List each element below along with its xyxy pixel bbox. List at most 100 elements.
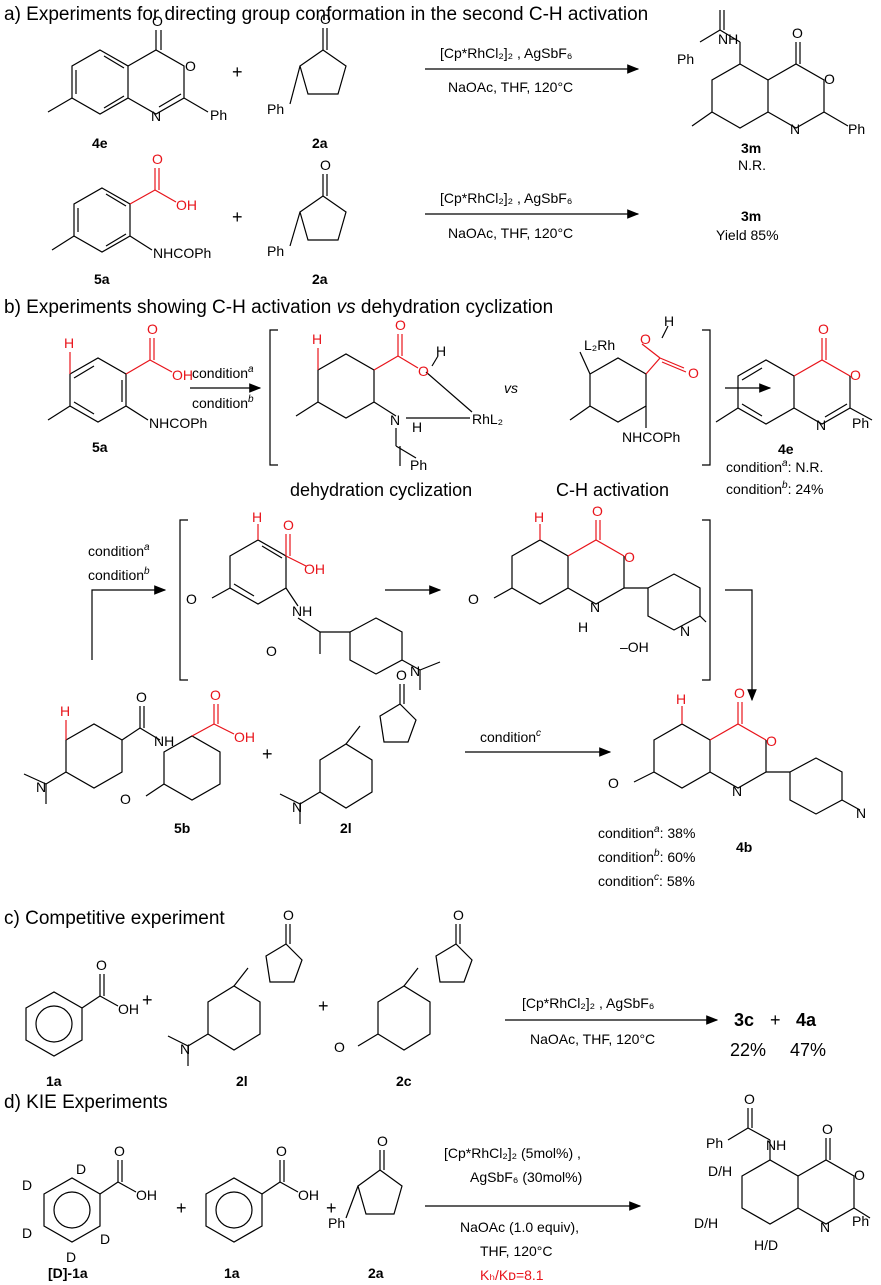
structure-1a-c <box>25 974 119 1057</box>
structure-4e-a <box>47 30 209 115</box>
structure-2a-d <box>345 1150 403 1219</box>
atom-d: D <box>66 1249 76 1265</box>
atom-o: O <box>824 71 835 87</box>
atom-ph: Ph <box>677 51 694 67</box>
atom-o: O <box>266 643 277 659</box>
intermediate-ch-activation <box>569 325 687 428</box>
atom-h-red: H <box>534 509 544 525</box>
conditions-d2: THF, 120°C <box>480 1243 553 1259</box>
atom-oh-red: OH <box>172 367 193 383</box>
atom-o: O <box>792 25 803 41</box>
bracket-mech-left <box>179 519 188 681</box>
atom-o: O <box>744 1091 755 1107</box>
label-1a-d: 1a <box>224 1265 240 1281</box>
atom-ph: Ph <box>848 121 865 137</box>
arrow-mech-in <box>91 585 167 660</box>
atom-n: N <box>151 108 161 124</box>
section-b-heading: b) Experiments showing C-H activation vs… <box>4 297 553 318</box>
label-2l-c: 2l <box>236 1073 248 1089</box>
structure-5a-a <box>51 168 177 253</box>
atom-n: N <box>790 121 800 137</box>
atom-o: O <box>822 1121 833 1137</box>
atom-o-red: O <box>395 317 406 333</box>
atom-n: N <box>680 623 690 639</box>
structure-4b <box>633 702 861 815</box>
label-4e: 4e <box>92 135 108 151</box>
label-4e: 4e <box>778 441 794 457</box>
atom-o: O <box>320 157 331 173</box>
atom-ph: Ph <box>210 107 227 123</box>
atom-o-red: O <box>766 733 777 749</box>
atom-n: N <box>36 779 46 795</box>
section-d-heading: d) KIE Experiments <box>4 1092 168 1113</box>
atom-o: O <box>334 1039 345 1055</box>
atom-ph: Ph <box>706 1135 723 1151</box>
atom-n: N <box>732 783 742 799</box>
plus: + <box>318 996 329 1016</box>
bracket-right <box>702 329 711 466</box>
cond-b-mech: conditionb <box>88 566 150 583</box>
atom-h-red: H <box>64 335 74 351</box>
cond-a-mech: conditiona <box>88 542 150 559</box>
atom-o-red: O <box>624 549 635 565</box>
structure-kie-product <box>727 1108 871 1225</box>
atom-nhcoph: NHCOPh <box>149 415 207 431</box>
yield-4b-c: conditionc: 58% <box>598 872 695 889</box>
label-5a: 5a <box>92 439 108 455</box>
atom-o-red: O <box>152 151 163 167</box>
atom-o-red: O <box>734 685 745 701</box>
atom-o-red: O <box>283 517 294 533</box>
label-3m-2: 3m <box>741 208 761 224</box>
structure-2a-a <box>289 28 347 105</box>
atom-oh: OH <box>118 1001 139 1017</box>
atom-o: O <box>276 1143 287 1159</box>
atom-o-red: O <box>418 363 429 379</box>
bracket-left <box>269 329 278 466</box>
atom-d: D <box>22 1225 32 1241</box>
arrow-mech-out <box>725 589 757 702</box>
conditions-d1: NaOAc (1.0 equiv), <box>460 1219 579 1235</box>
conditions-a2: NaOAc, THF, 120°C <box>448 225 573 241</box>
atom-o: O <box>114 1143 125 1159</box>
atom-ph: Ph <box>410 457 427 473</box>
vs-label: vs <box>504 380 518 396</box>
plus: + <box>232 207 243 227</box>
atom-nhcoph: NHCOPh <box>622 429 680 445</box>
label-dh-1: D/H <box>708 1163 732 1179</box>
atom-o-red: O <box>147 321 158 337</box>
atom-n: N <box>292 799 302 815</box>
conditions-a1: NaOAc, THF, 120°C <box>448 79 573 95</box>
yield-3c: 22% <box>730 1040 766 1060</box>
structure-2l-b <box>279 684 417 824</box>
atom-h: H <box>578 619 588 635</box>
atom-nh: NH <box>292 603 312 619</box>
atom-o: O <box>854 1167 865 1183</box>
atom-n: N <box>590 599 600 615</box>
intermediate-amide <box>211 524 441 690</box>
label-4b: 4b <box>736 839 752 855</box>
atom-n: N <box>390 412 400 428</box>
atom-h-red: H <box>252 509 262 525</box>
atom-nhcoph: NHCOPh <box>153 245 211 261</box>
yield-4a: 47% <box>790 1040 826 1060</box>
conditions-c: NaOAc, THF, 120°C <box>530 1031 655 1047</box>
cond-a: conditiona <box>192 364 254 381</box>
atom-h-red: H <box>60 703 70 719</box>
structure-5a-b <box>47 338 173 423</box>
atom-o: O <box>186 591 197 607</box>
structure-2l-c <box>167 924 303 1066</box>
atom-oh-red: OH <box>304 561 325 577</box>
reagents-c: [Cp*RhCl₂]₂ , AgSbF₆ <box>522 995 654 1011</box>
atom-n: N <box>816 417 826 433</box>
label-1a: 1a <box>46 1073 62 1089</box>
atom-o-red: O <box>592 503 603 519</box>
intermediate-cyclized <box>493 520 707 631</box>
result-4e-b: conditionb: 24% <box>726 480 823 497</box>
reagents-a2: [Cp*RhCl₂]₂ , AgSbF₆ <box>440 190 572 206</box>
atom-d: D <box>100 1231 110 1247</box>
label-4a: 4a <box>796 1010 817 1030</box>
atom-o: O <box>608 775 619 791</box>
reagents-d2: AgSbF₆ (30mol%) <box>470 1169 582 1185</box>
atom-o-red: O <box>818 321 829 337</box>
